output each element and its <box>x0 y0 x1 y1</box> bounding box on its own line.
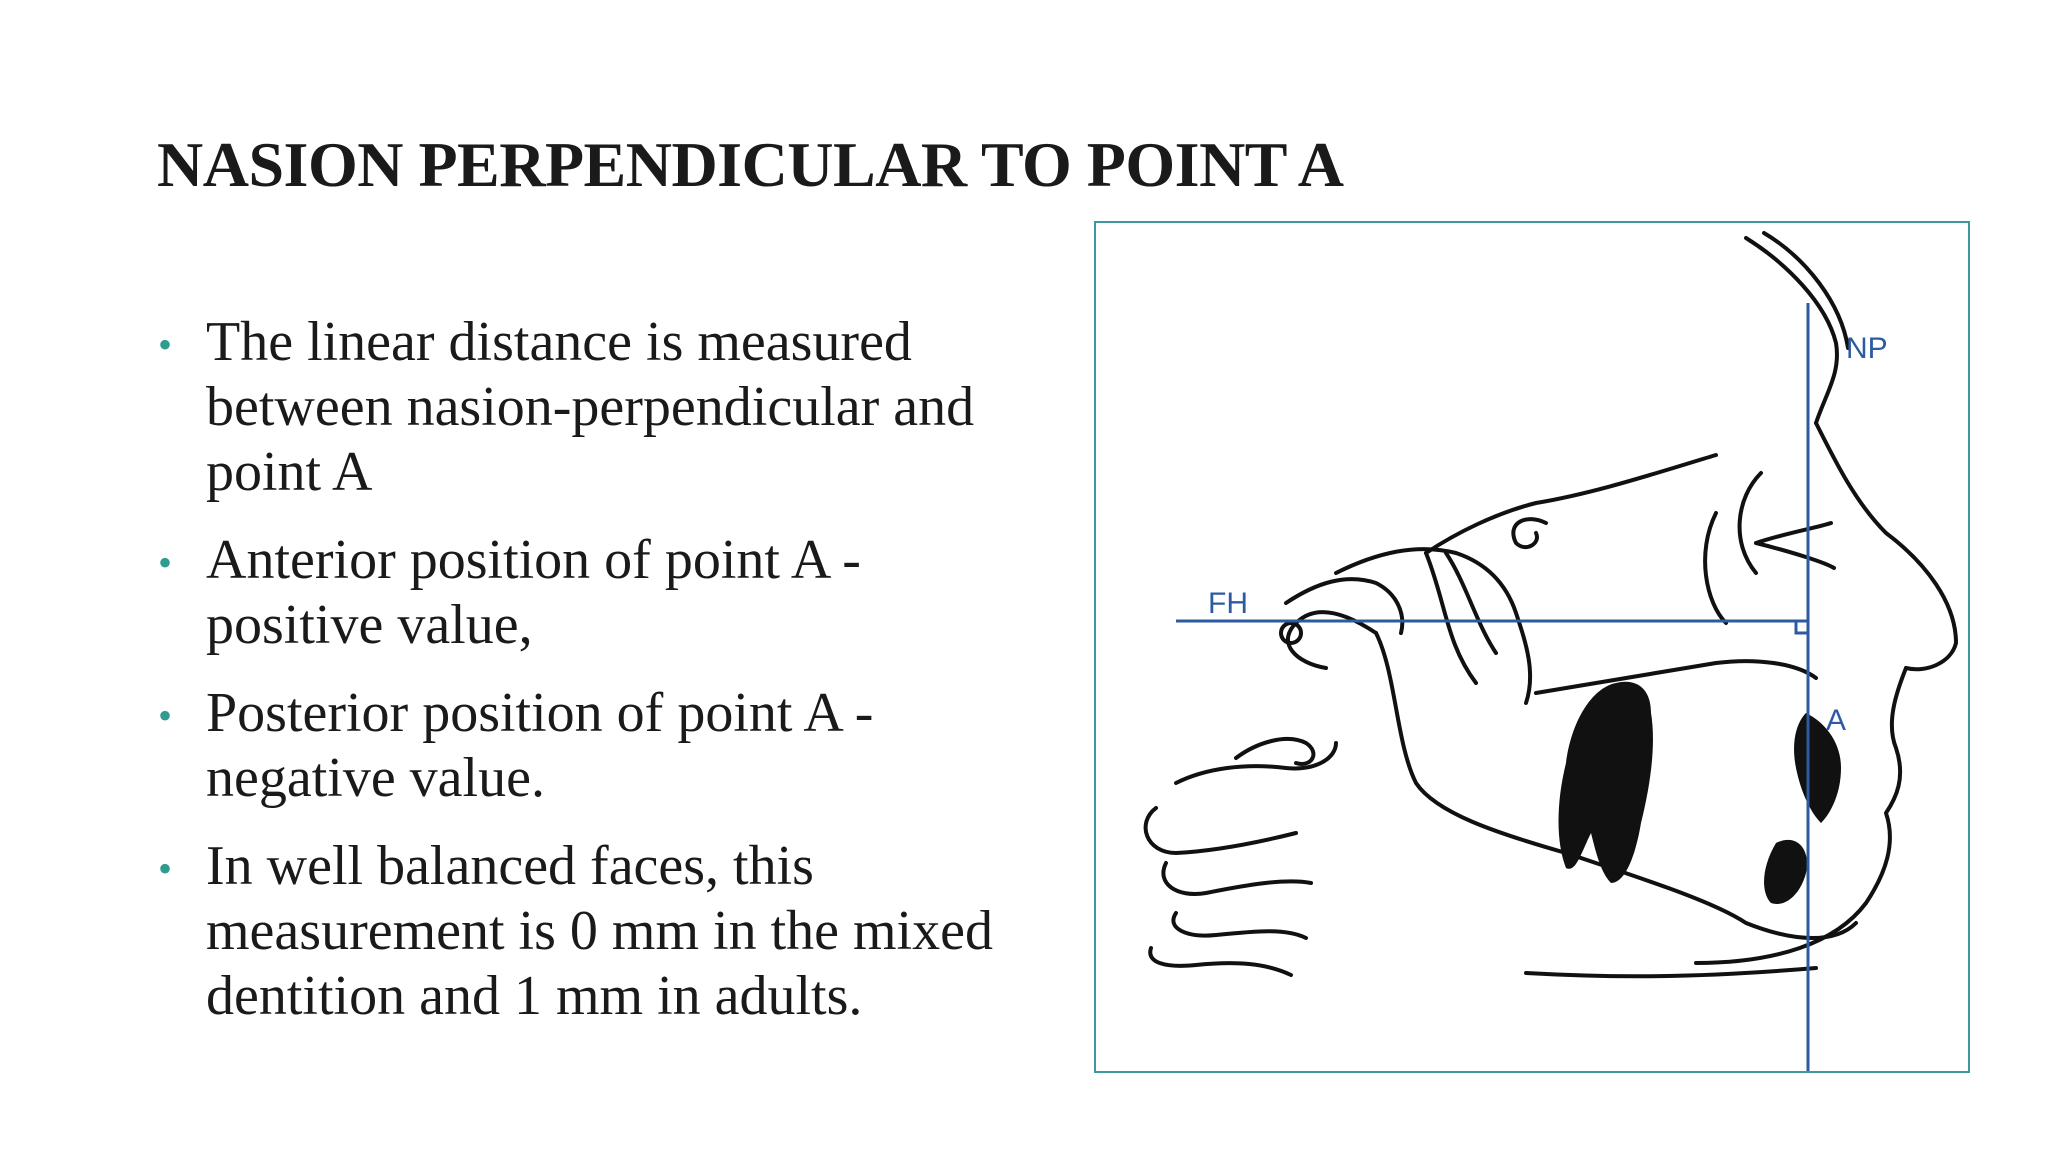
bullet-dot-icon: • <box>158 693 173 738</box>
point-a-label: A <box>1826 704 1846 737</box>
skull-outline <box>1143 231 1958 979</box>
bullet-item: • In well balanced faces, this measureme… <box>150 834 1010 1029</box>
bullet-dot-icon: • <box>158 322 173 367</box>
bullet-text: In well balanced faces, this measurement… <box>206 835 993 1027</box>
bullet-list: • The linear distance is measured betwee… <box>150 310 1010 1052</box>
bullet-item: • The linear distance is measured betwee… <box>150 310 1010 505</box>
np-label: NP <box>1846 332 1888 365</box>
teeth-shapes <box>1558 681 1841 904</box>
bullet-dot-icon: • <box>158 540 173 585</box>
cephalometric-tracing-figure: NP FH A <box>1094 221 1970 1073</box>
right-angle-marker <box>1794 621 1808 635</box>
bullet-item: • Posterior position of point A - negati… <box>150 681 1010 811</box>
bullet-dot-icon: • <box>158 846 173 891</box>
bullet-text: The linear distance is measured between … <box>206 311 975 503</box>
reference-lines <box>1176 303 1810 1071</box>
bullet-text: Posterior position of point A - negative… <box>206 682 874 809</box>
slide-title: NASION PERPENDICULAR TO POINT A <box>157 129 1344 200</box>
fh-label: FH <box>1208 587 1248 620</box>
skull-tracing-drawing: NP FH A <box>1143 231 1958 1071</box>
bullet-item: • Anterior position of point A - positiv… <box>150 528 1010 658</box>
bullet-text: Anterior position of point A - positive … <box>206 529 861 656</box>
